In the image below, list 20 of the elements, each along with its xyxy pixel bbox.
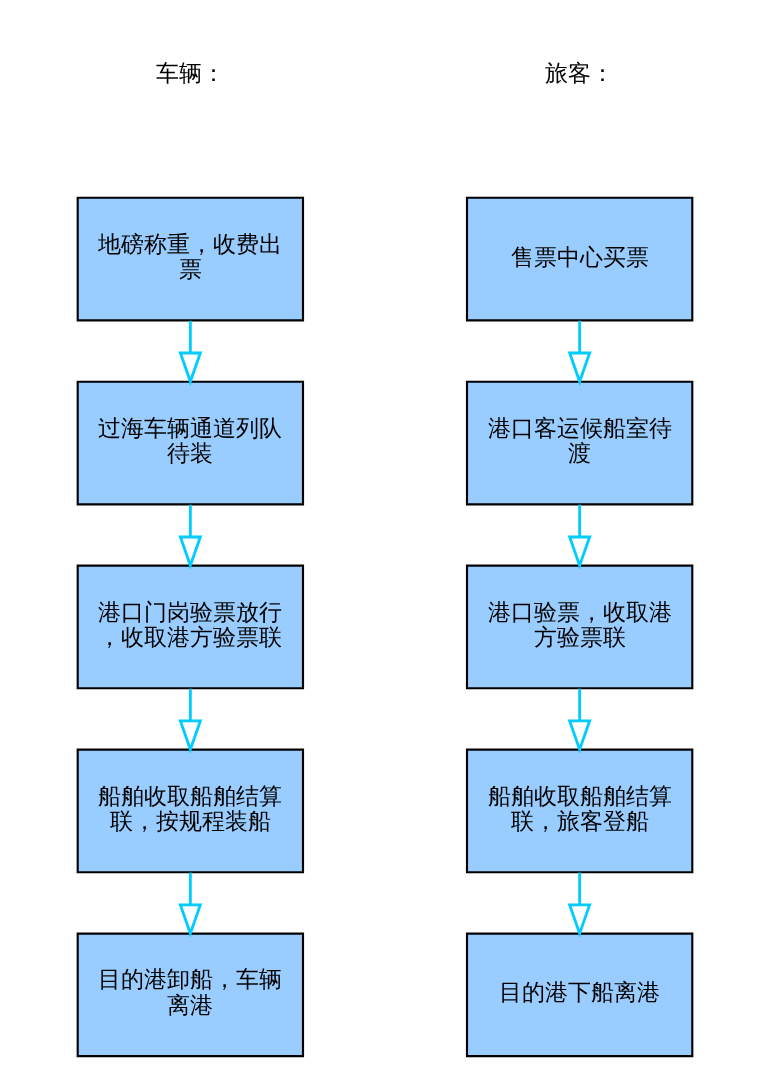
node-box: 船舶收取船舶结算联，按规程装船 — [76, 748, 305, 874]
arrow — [178, 320, 203, 386]
arrow — [567, 504, 592, 570]
node-box: 目的港卸船，车辆离港 — [76, 932, 305, 1058]
node-box: 过海车辆通道列队待装 — [76, 380, 305, 506]
node-box: 船舶收取船舶结算联，旅客登船 — [465, 748, 694, 874]
arrow — [178, 504, 203, 570]
label: 车辆： — [155, 59, 225, 86]
arrow — [567, 320, 592, 386]
node-box: 目的港下船离港 — [465, 932, 694, 1058]
arrow — [178, 872, 203, 938]
arrow — [567, 688, 592, 754]
node-box: 地磅称重，收费出票 — [76, 196, 305, 322]
arrow — [567, 872, 592, 938]
node-box: 港口门岗验票放行，收取港方验票联 — [76, 564, 305, 690]
arrow — [178, 688, 203, 754]
node-box: 售票中心买票 — [465, 196, 694, 322]
node-box: 港口验票，收取港方验票联 — [465, 564, 694, 690]
node-box: 港口客运候船室待渡 — [465, 380, 694, 506]
label: 旅客： — [545, 59, 615, 86]
